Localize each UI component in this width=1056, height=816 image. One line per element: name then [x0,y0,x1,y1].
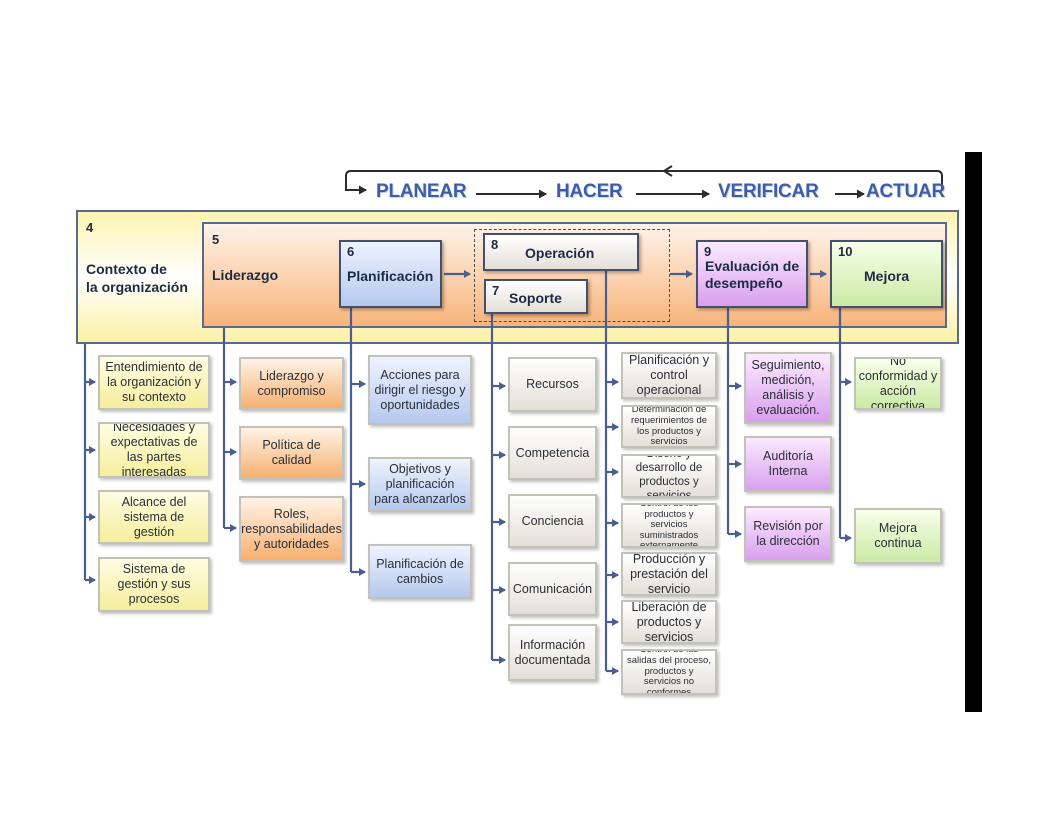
mejora-header-box: 10 Mejora [830,240,943,308]
liderazgo-item: Roles, responsabilidades y autoridades [239,496,344,562]
contexto-item: Entendimiento de la organización y su co… [98,355,210,410]
contexto-item: Alcance del sistema de gestión [98,490,210,544]
operacion-item: Determinación de requerimientos de los p… [621,405,717,448]
soporte-item: Conciencia [508,494,597,548]
pdca-verificar-label: VERIFICAR [718,181,819,202]
evaluacion-item: Auditoría Interna [744,436,832,492]
mejora-item: No conformidad y acción correctiva [854,357,942,410]
planificacion-item: Objetivos y planificación para alcanzarl… [368,457,472,512]
soporte-item: Comunicación [508,562,597,616]
operacion-item: Control de las salidas del proceso, prod… [621,649,717,695]
evaluacion-item: Revisión por la dirección [744,506,832,562]
soporte-title: Soporte [509,290,562,306]
operacion-item: Liberación de productos y servicios [621,600,717,644]
evaluacion-title-line1: Evaluación de [705,258,800,274]
liderazgo-number: 5 [212,232,220,247]
hacer-dashed-region [474,229,670,322]
evaluacion-title: Evaluación de desempeño [705,258,799,292]
contexto-item: Sistema de gestión y sus procesos [98,557,210,612]
soporte-item: Recursos [508,357,597,412]
soporte-header-box: 7 Soporte [484,279,588,314]
planificacion-item: Planificación de cambios [368,544,472,599]
contexto-title-line1: Contexto de [86,261,167,277]
planificacion-header-box: 6 Planificación [339,240,442,308]
liderazgo-item: Liderazgo y compromiso [239,357,344,410]
right-edge-bar [965,152,982,712]
soporte-number: 7 [492,283,500,298]
operacion-item: Control de los productos y servicios sum… [621,503,717,548]
soporte-item: Competencia [508,426,597,480]
evaluacion-title-line2: desempeño [705,274,783,291]
operacion-item: Producción y prestación del servicio [621,552,717,596]
liderazgo-item: Política de calidad [239,426,344,480]
soporte-item: Información documentada [508,624,597,681]
mejora-number: 10 [838,244,853,259]
operacion-title: Operación [525,245,595,261]
contexto-item: Necesidades y expectativas de las partes… [98,422,210,478]
contexto-number: 4 [86,220,94,235]
operacion-header-box: 8 Operación [483,233,639,271]
pdca-planear-label: PLANEAR [376,181,467,202]
contexto-title-line2: la organización [86,278,188,295]
contexto-title: Contexto de la organización [86,261,188,296]
pdca-hacer-label: HACER [556,181,623,202]
operacion-item: Planificación y control operacional [621,352,717,399]
planificacion-item: Acciones para dirigir el riesgo y oportu… [368,355,472,425]
planificacion-number: 6 [347,244,355,259]
evaluacion-header-box: 9 Evaluación de desempeño [696,240,808,308]
mejora-title: Mejora [864,268,910,284]
liderazgo-title: Liderazgo [212,267,279,283]
operacion-item: Diseño y desarrollo de productos y servi… [621,454,717,498]
evaluacion-item: Seguimiento, medición, análisis y evalua… [744,352,832,424]
pdca-actuar-label: ACTUAR [866,181,946,202]
mejora-item: Mejora continua [854,508,942,564]
operacion-number: 8 [491,237,499,252]
evaluacion-number: 9 [704,244,712,259]
planificacion-title: Planificación [347,268,434,284]
